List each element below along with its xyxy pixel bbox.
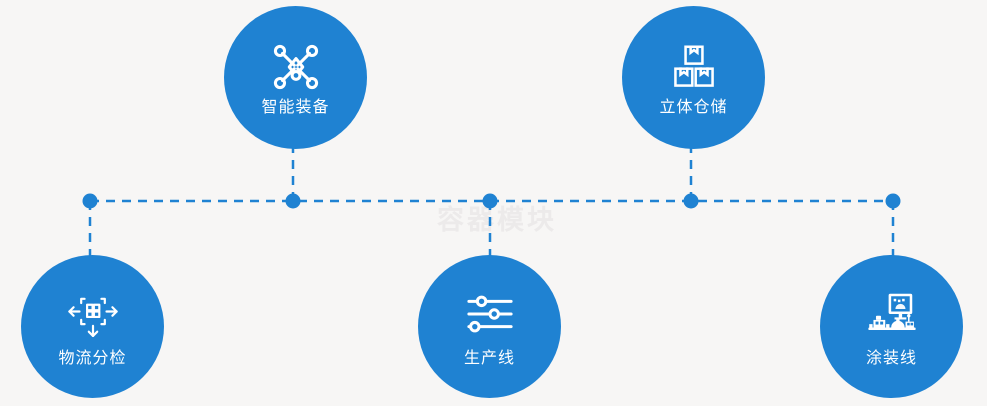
node-painting-line[interactable]: 涂装线 [820, 255, 963, 398]
node-label: 物流分检 [58, 349, 127, 367]
node-stereoscopic-warehouse[interactable]: 立体仓储 [622, 6, 765, 149]
factory-monitor-icon [865, 287, 919, 341]
node-label: 生产线 [463, 349, 515, 367]
junction-dot-intelligent-equipment [285, 193, 301, 209]
sliders-icon [463, 287, 517, 341]
junction-dot-stereoscopic-warehouse [683, 193, 699, 209]
node-intelligent-equipment[interactable]: 智能装备 [224, 6, 367, 149]
node-production-line[interactable]: 生产线 [418, 255, 561, 398]
stacked-boxes-icon [667, 40, 721, 94]
junction-dot-logistics-sorting [82, 193, 98, 209]
node-label: 智能装备 [261, 98, 330, 116]
junction-dot-production-line [482, 193, 498, 209]
junction-dot-painting-line [885, 193, 901, 209]
sorting-arrows-icon [66, 287, 120, 341]
node-label: 涂装线 [865, 349, 917, 367]
watermark-text: 容器模块 [437, 205, 557, 235]
network-nodes-icon [269, 40, 323, 94]
node-logistics-sorting[interactable]: 物流分检 [21, 255, 164, 398]
node-label: 立体仓储 [659, 98, 728, 116]
